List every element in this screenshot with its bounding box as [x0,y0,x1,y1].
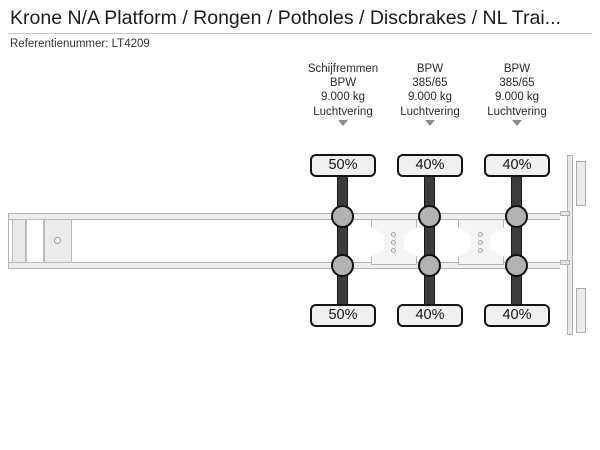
trailer-neck-section [12,219,26,263]
wheel-hub-2-top [418,205,441,228]
suspension-unit-1 [371,219,417,265]
axle-2-tyre-size: 385/65 [412,77,448,90]
chassis-rail-bottom [8,262,560,269]
rear-stub-bottom [560,260,570,265]
wheel-hub-1-bottom [331,254,354,277]
chassis-front-cap [8,213,9,269]
rear-light-bottom [576,288,586,333]
axle-3-arrow-icon [512,119,522,126]
axle-1-brand: BPW [329,77,357,90]
rear-light-top [576,161,586,206]
wheel-hub-3-top [505,205,528,228]
tyre-percent-badge-1-bottom[interactable]: 50% [310,304,376,327]
axle-3-capacity: 9.000 kg [494,91,540,104]
axle-label-1: Schijfremmen BPW 9.000 kg Luchtvering [291,62,395,126]
axle-1-capacity: 9.000 kg [320,91,366,104]
axle-3-brand: BPW [503,63,531,75]
axle-3-tyre-size: 385/65 [499,77,535,90]
header: Krone N/A Platform / Rongen / Potholes /… [0,0,600,58]
axle-3-suspension: Luchtvering [487,105,547,118]
reference-number: Referentienummer: LT4209 [10,38,150,50]
chassis-rail-top [8,213,560,220]
wheel-hub-3-bottom [505,254,528,277]
rear-stub-top [560,211,570,216]
tyre-percent-badge-2-bottom[interactable]: 40% [397,304,463,327]
trailer-diagram: Schijfremmen BPW 9.000 kg Luchtvering BP… [0,58,600,450]
wheel-hub-1-top [331,205,354,228]
header-divider [8,33,592,34]
axle-label-2: BPW 385/65 9.000 kg Luchtvering [378,62,482,126]
trailer-neck-gap [26,219,44,263]
tyre-percent-badge-3-top[interactable]: 40% [484,154,550,177]
wheel-hub-2-bottom [418,254,441,277]
suspension-dot [478,248,483,253]
axle-2-capacity: 9.000 kg [407,91,453,104]
suspension-unit-2 [458,219,504,265]
axle-label-3: BPW 385/65 9.000 kg Luchtvering [465,62,569,126]
axle-2-brand: BPW [416,63,444,75]
suspension-dot [391,240,396,245]
kingpin-hole-icon [54,237,61,244]
suspension-dot [478,232,483,237]
suspension-dot [391,232,396,237]
axle-1-arrow-icon [338,119,348,126]
axle-bar-1 [337,176,348,322]
axle-1-brake-type: Schijfremmen [307,63,379,75]
tyre-percent-badge-1-top[interactable]: 50% [310,154,376,177]
tyre-percent-badge-3-bottom[interactable]: 40% [484,304,550,327]
rear-crossmember [567,155,573,335]
suspension-dot [391,248,396,253]
tyre-percent-badge-2-top[interactable]: 40% [397,154,463,177]
suspension-dot [478,240,483,245]
page-title: Krone N/A Platform / Rongen / Potholes /… [10,7,561,29]
axle-bar-3 [511,176,522,322]
axle-1-suspension: Luchtvering [313,105,373,118]
axle-2-arrow-icon [425,119,435,126]
axle-bar-2 [424,176,435,322]
axle-2-suspension: Luchtvering [400,105,460,118]
